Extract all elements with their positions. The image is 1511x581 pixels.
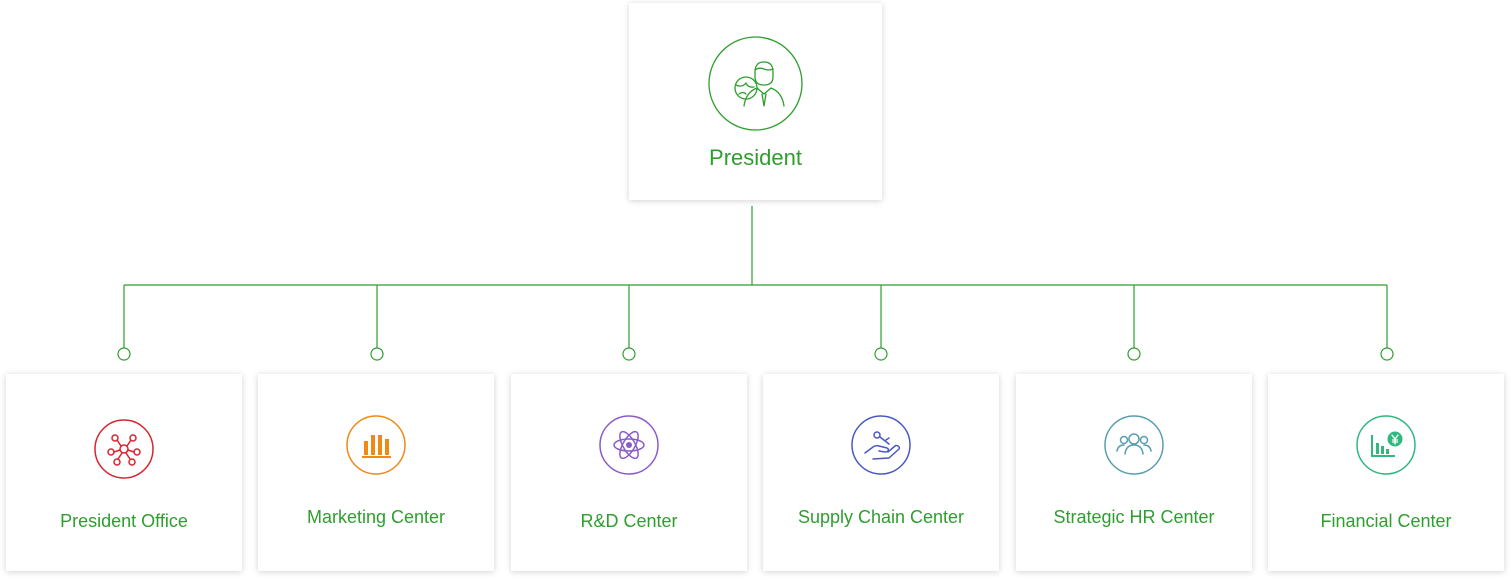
marketing-center-card: Marketing Center	[258, 374, 494, 571]
president-office-card: President Office	[6, 374, 242, 571]
bar-chart-icon	[346, 415, 406, 475]
node-dot-rd	[622, 347, 636, 361]
strategic-hr-center-label: Strategic HR Center	[1053, 507, 1215, 527]
rd-center-label: R&D Center	[580, 511, 678, 531]
president-label: President	[709, 145, 802, 170]
supply-chain-center-card: Supply Chain Center	[763, 374, 999, 571]
network-hub-icon	[94, 419, 154, 479]
rd-center-card: R&D Center	[511, 374, 747, 571]
strategic-hr-center-card: Strategic HR Center	[1016, 374, 1252, 571]
marketing-center-label: Marketing Center	[306, 507, 446, 527]
node-dot-finance	[1380, 347, 1394, 361]
president-card: President	[629, 3, 882, 200]
financial-center-card: Financial Center	[1268, 374, 1504, 571]
node-dot-hr	[1127, 347, 1141, 361]
hand-gear-icon	[851, 415, 911, 475]
atom-icon	[599, 415, 659, 475]
people-group-icon	[1104, 415, 1164, 475]
president-office-label: President Office	[60, 511, 188, 531]
financial-center-label: Financial Center	[1320, 511, 1452, 531]
finance-chart-yen-icon	[1356, 415, 1416, 475]
businessman-icon	[708, 36, 803, 131]
node-dot-office	[117, 347, 131, 361]
node-dot-marketing	[370, 347, 384, 361]
supply-chain-center-label: Supply Chain Center	[797, 507, 965, 527]
node-dot-supply	[874, 347, 888, 361]
